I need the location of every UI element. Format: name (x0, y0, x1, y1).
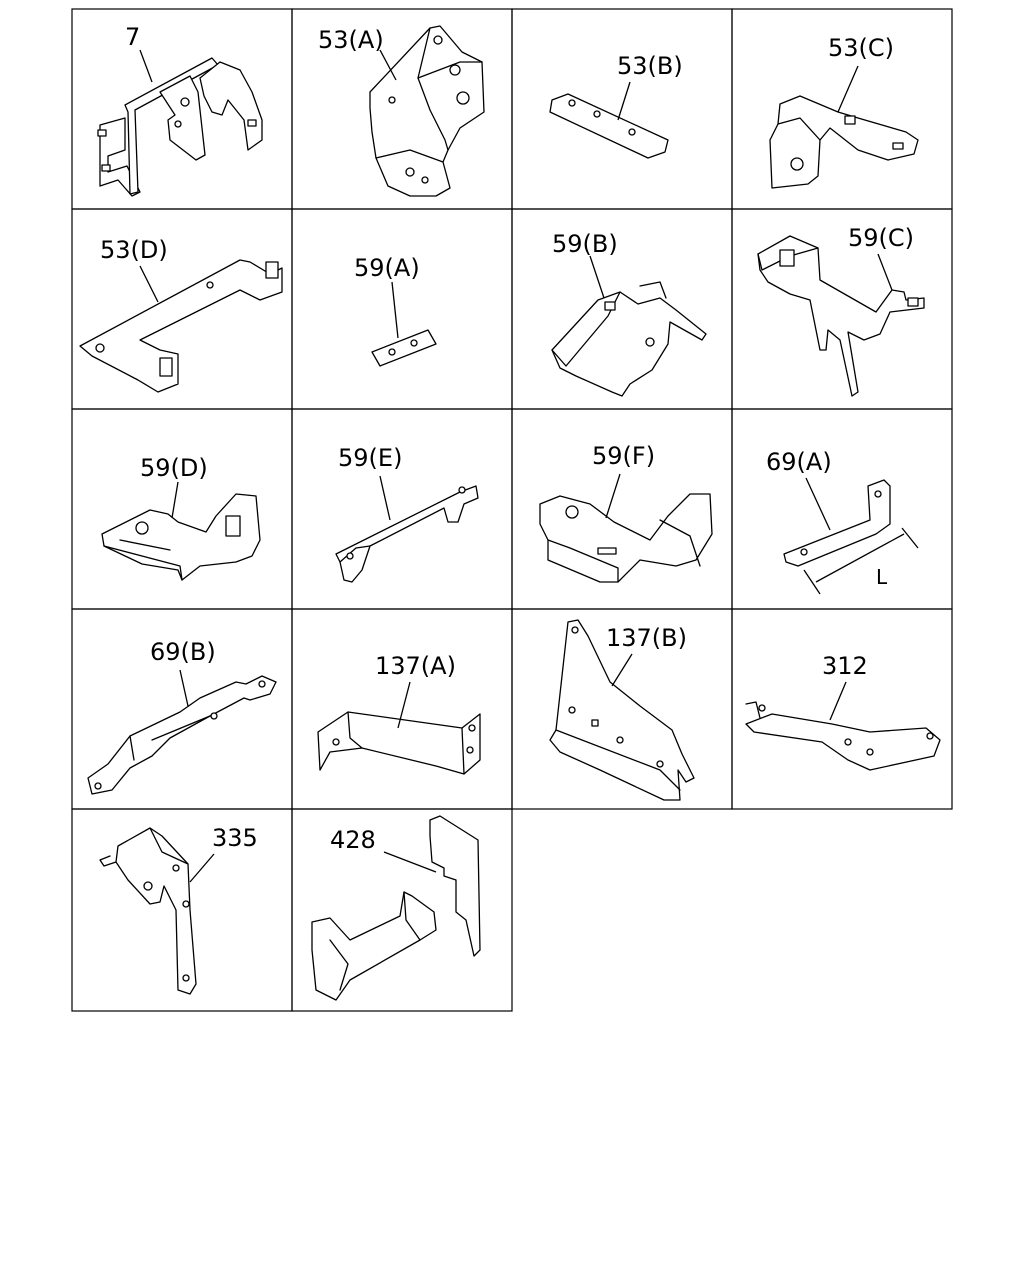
part-label-137a: 137(A) (375, 652, 456, 680)
part-cell-59b[interactable]: 59(B) (511, 208, 733, 410)
bracket-59e-drawing (335, 485, 479, 583)
part-cell-59f[interactable]: 59(F) (511, 408, 733, 610)
part-label-59d: 59(D) (140, 454, 208, 482)
part-label-59b: 59(B) (552, 230, 618, 258)
part-cell-59c[interactable]: 59(C) (731, 208, 953, 410)
part-label-53b: 53(B) (617, 52, 683, 80)
bracket-59b-drawing (551, 281, 707, 397)
part-label-59c: 59(C) (848, 224, 914, 252)
bracket-428-drawing (311, 815, 481, 1001)
bracket-137b-drawing (549, 619, 695, 801)
part-cell-53a[interactable]: 53(A) (291, 8, 513, 210)
part-label-428: 428 (330, 826, 376, 854)
part-cell-53d[interactable]: 53(D) (71, 208, 293, 410)
dimension-label-69a: L (876, 565, 888, 589)
part-cell-69b[interactable]: 69(B) (71, 608, 293, 810)
bracket-312-drawing (745, 701, 941, 771)
bracket-69b-drawing (87, 675, 277, 795)
part-cell-137b[interactable]: 137(B) (511, 608, 733, 810)
bracket-59a-drawing (371, 329, 437, 367)
part-cell-137a[interactable]: 137(A) (291, 608, 513, 810)
part-label-53d: 53(D) (100, 236, 168, 264)
part-cell-53b[interactable]: 53(B) (511, 8, 733, 210)
bracket-53b-drawing (549, 93, 669, 159)
part-cell-59a[interactable]: 59(A) (291, 208, 513, 410)
part-label-69b: 69(B) (150, 638, 216, 666)
part-cell-69a[interactable]: 69(A) L (731, 408, 953, 610)
part-label-335: 335 (212, 824, 258, 852)
bracket-53a-drawing (369, 25, 485, 197)
part-label-69a: 69(A) (766, 448, 832, 476)
bracket-59f-drawing (539, 493, 713, 583)
bracket-7-drawing (97, 57, 263, 197)
part-label-59a: 59(A) (354, 254, 420, 282)
part-label-59f: 59(F) (592, 442, 655, 470)
bracket-137a-drawing (317, 711, 481, 775)
part-label-7: 7 (125, 23, 140, 51)
bracket-53c-drawing (769, 95, 919, 189)
bracket-53d-drawing (79, 259, 283, 393)
bracket-335-drawing (99, 827, 197, 995)
bracket-59d-drawing (101, 493, 261, 581)
part-cell-428[interactable]: 428 (291, 808, 513, 1012)
part-label-312: 312 (822, 652, 868, 680)
part-label-53c: 53(C) (828, 34, 894, 62)
part-cell-335[interactable]: 335 (71, 808, 293, 1012)
part-cell-7[interactable]: 7 (71, 8, 293, 210)
part-cell-53c[interactable]: 53(C) (731, 8, 953, 210)
bracket-59c-drawing (757, 235, 925, 397)
part-cell-312[interactable]: 312 (731, 608, 953, 810)
bracket-69a-drawing (783, 479, 891, 567)
part-cell-59d[interactable]: 59(D) (71, 408, 293, 610)
part-label-137b: 137(B) (606, 624, 687, 652)
part-label-53a: 53(A) (318, 26, 384, 54)
part-cell-59e[interactable]: 59(E) (291, 408, 513, 610)
part-label-59e: 59(E) (338, 444, 402, 472)
